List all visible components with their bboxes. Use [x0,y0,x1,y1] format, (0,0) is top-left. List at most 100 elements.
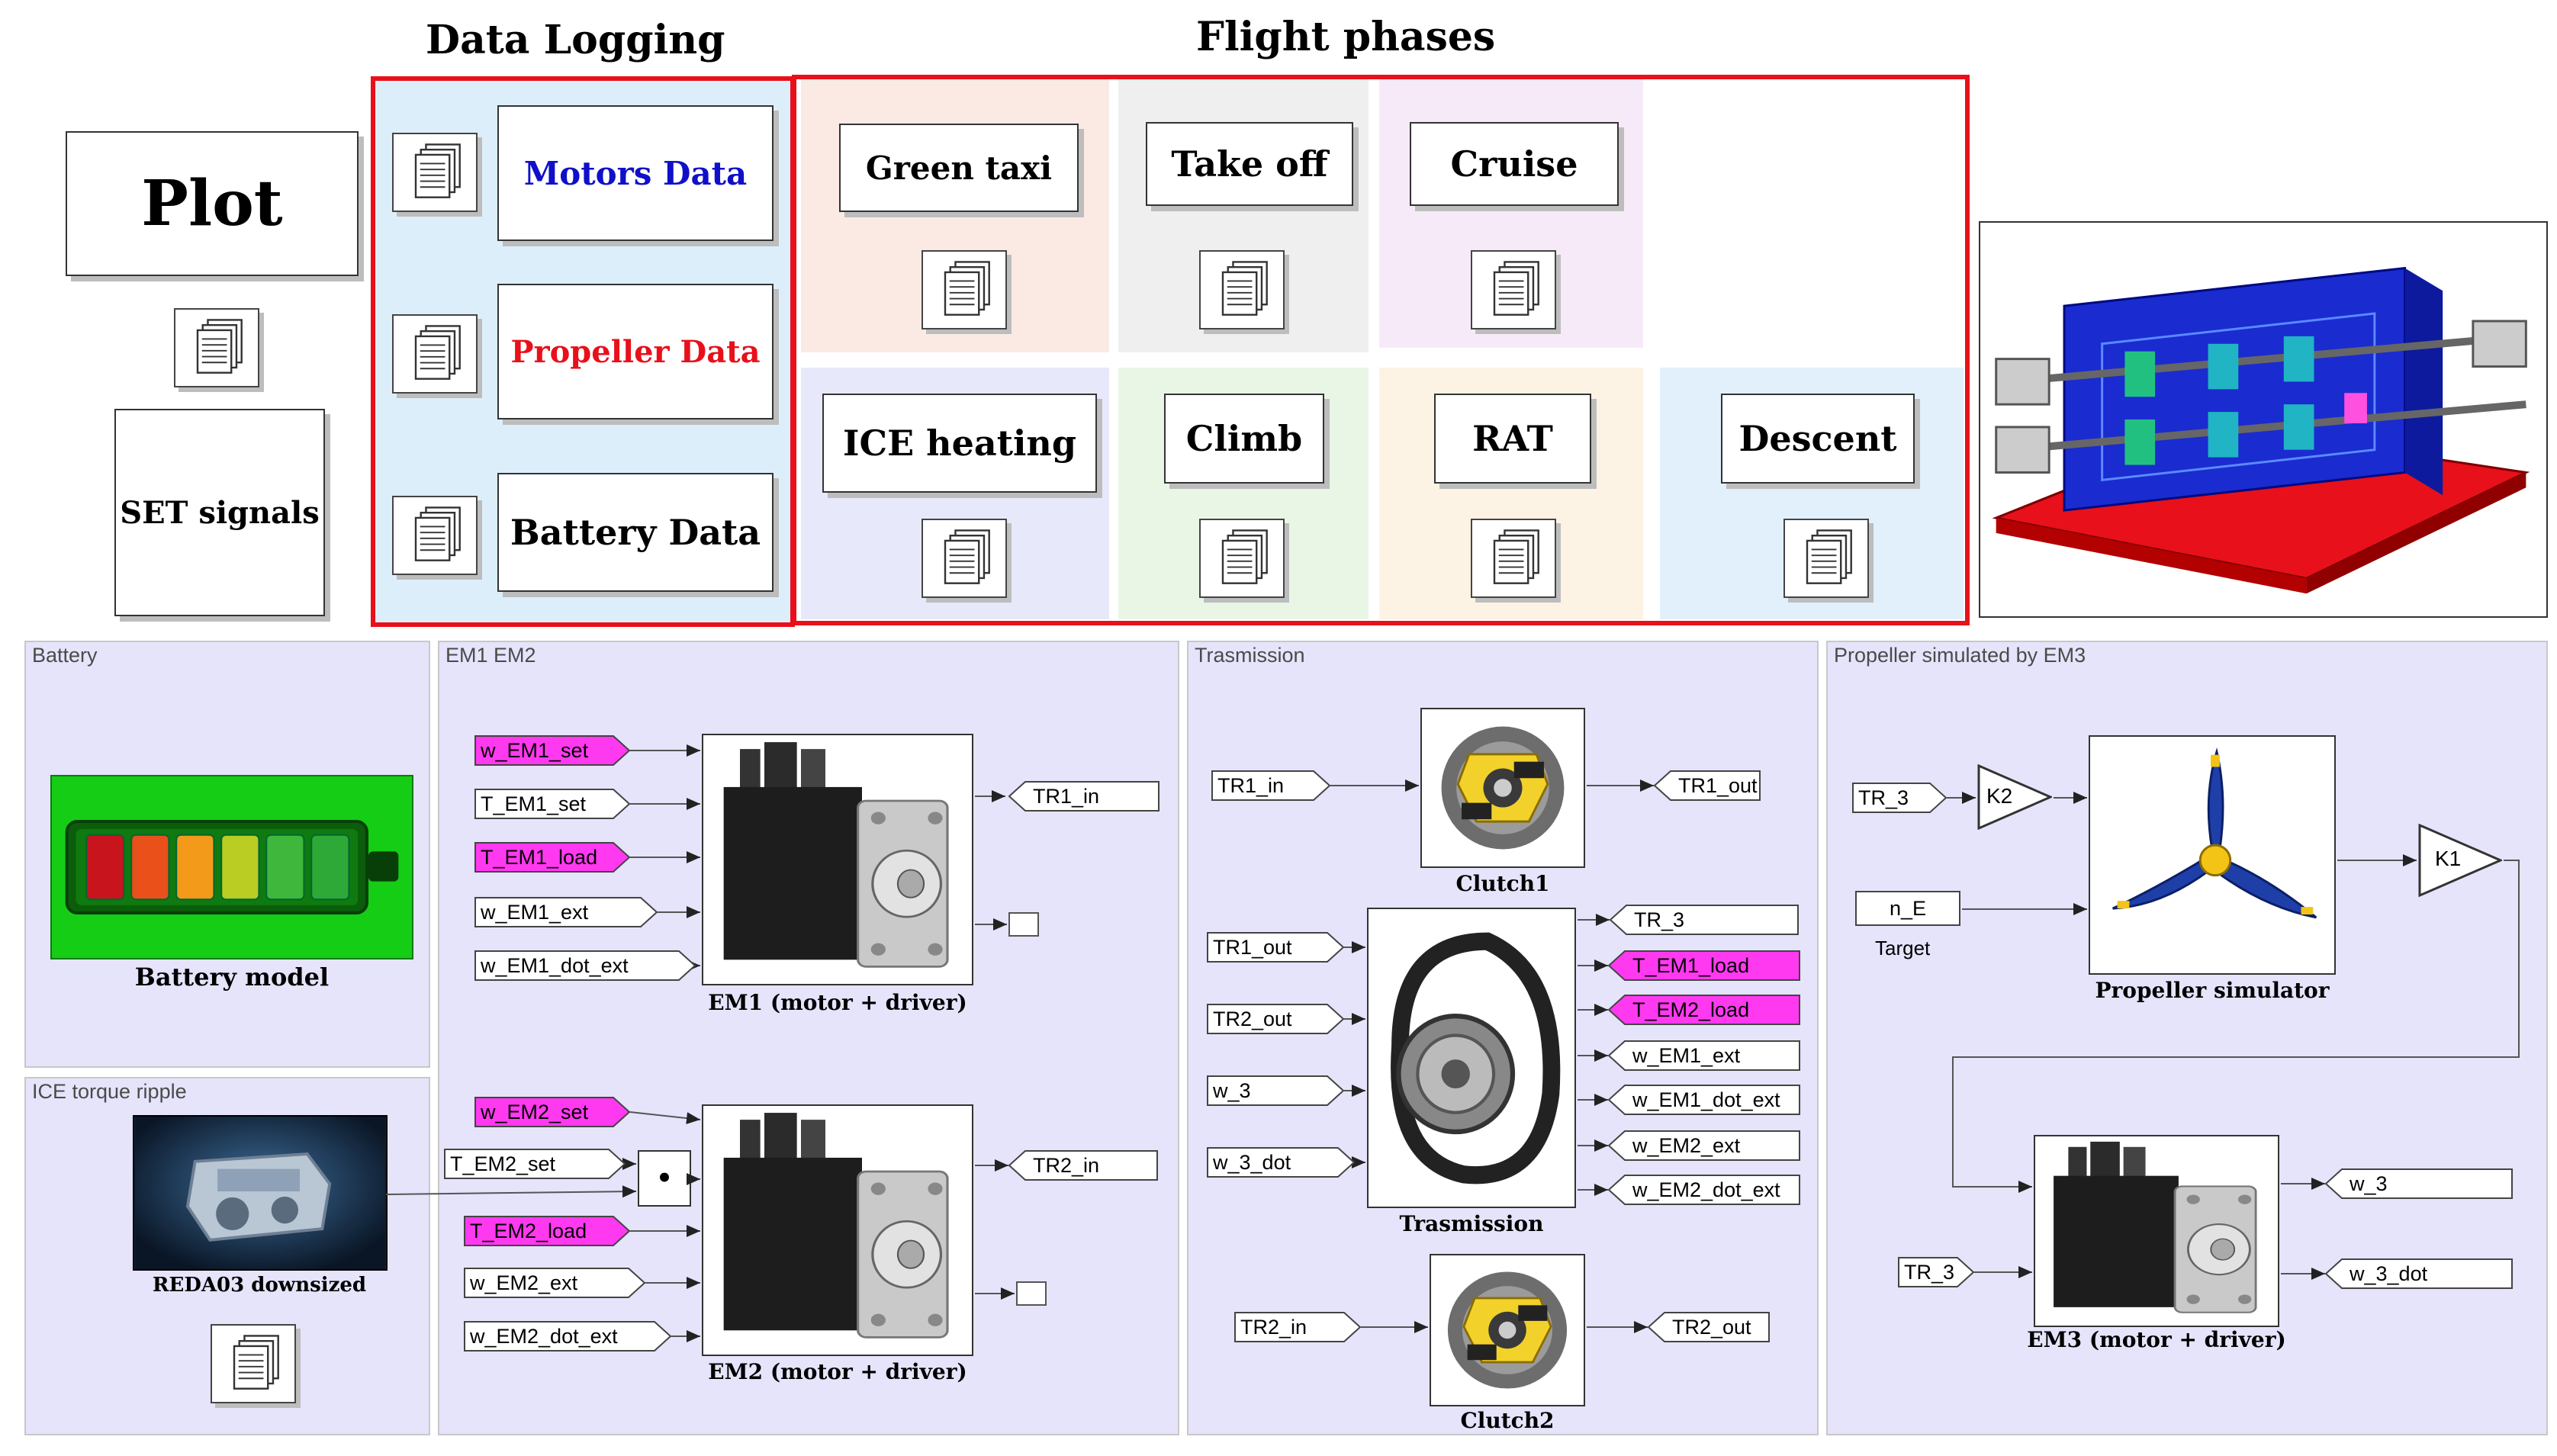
clutch-icon [1431,1255,1584,1405]
goto-tag-tr1-in[interactable]: TR1_in [1008,781,1159,812]
from-tag-tr2-out[interactable]: TR2_out [1207,1004,1345,1034]
set-signals-block[interactable]: SET signals [114,409,325,616]
reda03-engine-image[interactable] [133,1115,388,1271]
plot-document-icon[interactable] [174,308,259,387]
clutch2-block[interactable] [1430,1254,1585,1406]
green-taxi-block[interactable]: Green taxi [839,124,1079,212]
data-logging-frame [371,76,795,627]
from-tag-tr2-in[interactable]: TR2_in [1234,1312,1362,1342]
from-tag-tr1-in[interactable]: TR1_in [1211,770,1331,801]
from-tag-tr-3[interactable]: TR_3 [1852,783,1948,813]
rat-document-icon[interactable] [1471,519,1556,598]
ice-heating-block[interactable]: ICE heating [822,394,1097,493]
gain-k1[interactable]: K1 [2418,824,2502,897]
trasmission-block[interactable] [1367,908,1576,1208]
n-e-constant[interactable]: n_E [1855,891,1960,926]
tag-label: w_EM1_set [481,739,589,762]
from-tag-t-em1-load[interactable]: T_EM1_load [474,842,631,873]
battery-cell [175,834,215,901]
em1-terminator[interactable] [1008,912,1039,937]
cruise-block[interactable]: Cruise [1410,122,1619,206]
from-tag-tr-3[interactable]: TR_3 [1898,1257,1975,1287]
goto-tag-t-em2-load[interactable]: T_EM2_load [1607,995,1800,1025]
battery-data-document-icon[interactable] [392,496,478,575]
tag-label: w_3 [2350,1172,2388,1195]
motors-data-block[interactable]: Motors Data [497,105,774,241]
tag-label: w_EM2_ext [1632,1134,1741,1157]
belt-icon [1369,909,1574,1207]
battery-data-block[interactable]: Battery Data [497,473,774,592]
from-tag-t-em2-load[interactable]: T_EM2_load [464,1216,631,1246]
propeller-simulator-block[interactable] [2089,735,2336,975]
em1-motor-block[interactable] [702,734,973,985]
climb-block[interactable]: Climb [1164,394,1324,484]
from-tag-w-em1-set[interactable]: w_EM1_set [474,735,631,766]
motor-icon [2035,1136,2278,1326]
goto-tag-w-3-dot[interactable]: w_3_dot [2324,1258,2513,1289]
propeller-simulator-caption: Propeller simulator [2095,978,2330,1003]
ice-document-icon[interactable] [211,1324,296,1403]
tag-label: T_EM1_set [481,792,587,815]
battery-icon [65,820,399,914]
goto-tag-t-em1-load[interactable]: T_EM1_load [1607,950,1800,981]
take-off-document-icon[interactable] [1199,250,1285,329]
green-taxi-document-icon[interactable] [921,250,1007,329]
from-tag-w-3-dot[interactable]: w_3_dot [1207,1147,1356,1178]
ice-heating-document-icon[interactable] [921,519,1007,598]
propeller-data-block[interactable]: Propeller Data [497,284,774,419]
goto-tag-tr1-out[interactable]: TR1_out [1653,770,1761,801]
em2-terminator[interactable] [1016,1281,1047,1306]
rat-block[interactable]: RAT [1434,394,1591,484]
cruise-document-icon[interactable] [1471,250,1556,329]
goto-tag-tr2-in[interactable]: TR2_in [1008,1150,1158,1181]
goto-tag-w-em1-dot-ext[interactable]: w_EM1_dot_ext [1607,1085,1800,1115]
battery-cell [130,834,170,901]
tag-label: TR1_out [1678,774,1758,797]
from-tag-w-3[interactable]: w_3 [1207,1075,1345,1106]
em2-motor-block[interactable] [702,1104,973,1356]
clutch1-block[interactable] [1420,708,1585,868]
tag-label: w_EM1_ext [1632,1044,1741,1067]
tag-label: w_EM2_ext [470,1271,578,1294]
propeller-data-document-icon[interactable] [392,314,478,394]
from-tag-t-em2-set[interactable]: T_EM2_set [444,1149,626,1179]
take-off-block[interactable]: Take off [1146,122,1353,206]
propeller-icon [2090,737,2334,973]
goto-tag-w-em2-ext[interactable]: w_EM2_ext [1607,1130,1800,1161]
flight-phases-heading: Flight phases [1196,14,1496,60]
gain-k2[interactable]: K2 [1977,764,2052,830]
motor-icon [703,735,972,984]
trasmission-caption: Trasmission [1399,1211,1544,1236]
battery-model-block[interactable] [50,775,413,959]
goto-tag-w-em2-dot-ext[interactable]: w_EM2_dot_ext [1607,1175,1800,1205]
from-tag-t-em1-set[interactable]: T_EM1_set [474,789,631,819]
plot-block[interactable]: Plot [66,131,359,276]
tag-label: TR2_in [1033,1154,1100,1177]
goto-tag-tr-3[interactable]: TR_3 [1609,905,1799,935]
goto-tag-w-3[interactable]: w_3 [2324,1168,2513,1199]
from-tag-w-em2-ext[interactable]: w_EM2_ext [464,1268,646,1298]
data-logging-heading: Data Logging [426,17,725,63]
tag-label: TR_3 [1858,786,1909,809]
tag-label: TR2_out [1213,1008,1292,1030]
tag-label: TR2_out [1672,1316,1751,1339]
descent-block[interactable]: Descent [1721,394,1915,484]
from-tag-w-em1-ext[interactable]: w_EM1_ext [474,897,658,927]
clutch-icon [1422,709,1584,866]
product-block[interactable]: • [638,1150,691,1207]
goto-tag-w-em1-ext[interactable]: w_EM1_ext [1607,1040,1800,1071]
tag-label: TR1_out [1213,936,1292,959]
from-tag-w-em2-dot-ext[interactable]: w_EM2_dot_ext [464,1321,672,1352]
from-tag-w-em2-set[interactable]: w_EM2_set [474,1097,631,1127]
em3-motor-block[interactable] [2034,1135,2279,1327]
gain-k2-label: K2 [1986,784,2013,808]
tag-label: w_EM1_ext [481,901,589,924]
goto-tag-tr2-out[interactable]: TR2_out [1647,1312,1770,1342]
clutch1-caption: Clutch1 [1455,871,1550,896]
motors-data-document-icon[interactable] [392,133,478,212]
descent-document-icon[interactable] [1783,519,1869,598]
from-tag-tr1-out[interactable]: TR1_out [1207,932,1345,963]
climb-document-icon[interactable] [1199,519,1285,598]
from-tag-w-em1-dot-ext[interactable]: w_EM1_dot_ext [474,950,696,981]
battery-cell [220,834,260,901]
